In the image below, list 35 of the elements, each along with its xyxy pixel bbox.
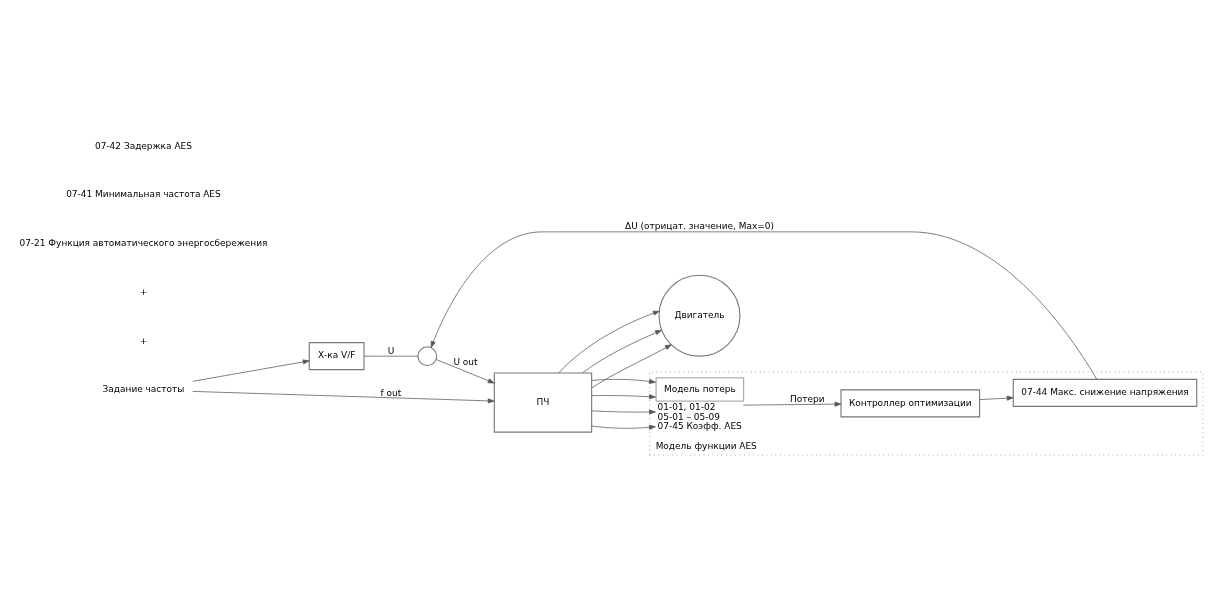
label: 07-42 Задержка AES xyxy=(94,140,192,151)
node-circle: Двигатель xyxy=(658,274,741,357)
arrow xyxy=(591,393,656,399)
label: 07-21 Функция автоматического энергосбережения xyxy=(19,237,268,248)
node-label: 05-01 – 05-09 xyxy=(657,411,720,422)
node-circle xyxy=(417,345,438,366)
node-label: 01-01, 01-02 xyxy=(657,401,716,412)
label: + xyxy=(139,286,148,297)
label: 07-41 Минимальная частота AES xyxy=(66,188,221,199)
arrow xyxy=(192,390,495,403)
arrow xyxy=(582,329,662,373)
connector xyxy=(363,355,419,357)
edge-label: f out xyxy=(380,387,402,398)
edge-label: ΔU (отрицат. значение, Max=0) xyxy=(625,220,774,231)
arrow xyxy=(742,401,842,407)
arrow xyxy=(591,424,656,430)
node-box: Контроллер оптимизации xyxy=(840,388,981,417)
edge-label: U xyxy=(387,345,395,356)
arrow xyxy=(192,358,310,382)
arrow xyxy=(591,378,656,384)
node-box: ПЧ xyxy=(493,371,593,433)
node-box: Модель потерь xyxy=(655,377,745,401)
edge-label: Потери xyxy=(790,393,825,404)
arrow xyxy=(558,310,660,373)
arrow xyxy=(430,230,1098,379)
label: + xyxy=(139,335,148,346)
node-box: Х-ка V/F xyxy=(308,341,365,370)
arrow xyxy=(435,358,495,383)
node-text: Задание частоты xyxy=(102,383,185,394)
edge-label: U out xyxy=(453,356,478,367)
arrow xyxy=(979,395,1014,401)
arrow xyxy=(591,409,656,414)
node-label: 07-45 Коэфф. AES xyxy=(657,420,742,431)
arrow xyxy=(591,343,672,388)
node-box: 07-44 Макс. снижение напряжения xyxy=(1012,378,1198,407)
